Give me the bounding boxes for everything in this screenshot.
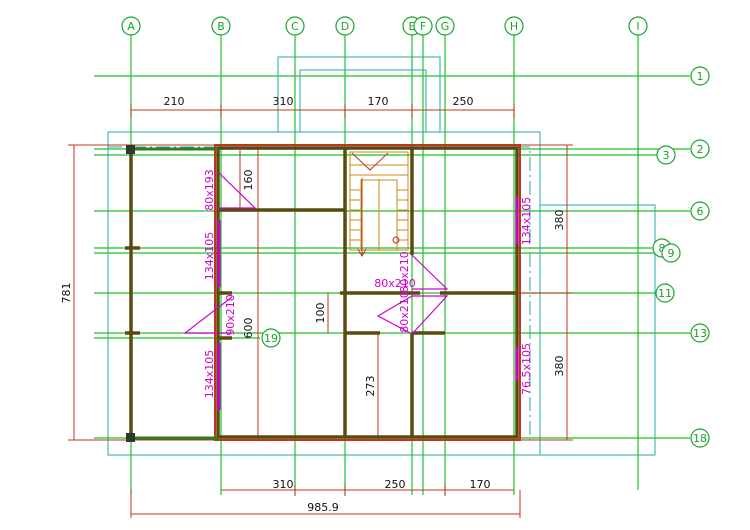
axis-bubble-9: [661, 243, 681, 263]
axis-label-g: G: [441, 20, 450, 33]
horizontal-grid-lines: [94, 75, 690, 439]
dim-right-1: 380: [553, 210, 566, 231]
axis-label-9: 9: [668, 247, 675, 260]
dimension-labels: 210 310 170 250 310 250 170 985.9 781 38…: [60, 95, 566, 514]
dim-inner-600: 600: [242, 318, 255, 339]
window-label-4: 134x105: [520, 197, 533, 246]
window-label-3: 134x105: [203, 350, 216, 399]
axis-bubble-i: [628, 16, 648, 36]
door-label-1: 90x210: [224, 294, 237, 336]
axis-bubble-c: [285, 16, 305, 36]
window-label-5: 76.5x105: [520, 343, 533, 395]
window-label-2: 134x105: [203, 232, 216, 281]
axis-label-3: 3: [663, 149, 670, 162]
door-label-3: 80x210: [374, 277, 416, 290]
axis-label-13: 13: [693, 327, 707, 340]
axis-label-a: A: [127, 20, 135, 33]
dim-inner-273: 273: [364, 376, 377, 397]
dim-total: 985.9: [307, 501, 339, 514]
axis-label-b: B: [217, 20, 225, 33]
dim-inner-100: 100: [314, 303, 327, 324]
axis-bubble-11: [655, 283, 675, 303]
axis-bubble-3: [656, 145, 676, 165]
dim-bottom-3: 170: [470, 478, 491, 491]
axis-bubble-h: [504, 16, 524, 36]
axis-label-8: 8: [659, 242, 666, 255]
window-label-1: 80x193: [203, 169, 216, 211]
dim-bottom-1: 310: [273, 478, 294, 491]
axis-label-1: 1: [697, 70, 704, 83]
axis-bubble-g: [435, 16, 455, 36]
dimension-lines: [68, 104, 573, 518]
axis-label-19: 19: [264, 332, 278, 345]
outline-contour: [107, 56, 656, 456]
axis-label-11: 11: [658, 287, 672, 300]
axis-bubble-19: [261, 328, 281, 348]
axis-label-2: 2: [697, 143, 704, 156]
openings: [183, 171, 519, 410]
axis-bubble-1: [690, 66, 710, 86]
axis-bubble-6: [690, 201, 710, 221]
axis-bubble-18: [690, 428, 710, 448]
axis-label-i: I: [636, 20, 639, 33]
walls: [125, 144, 521, 442]
dim-top-2: 310: [273, 95, 294, 108]
axis-bubble-13: [690, 323, 710, 343]
axis-label-c: C: [291, 20, 299, 33]
staircase: [349, 151, 409, 258]
dim-right-2: 380: [553, 356, 566, 377]
axis-label-18: 18: [693, 432, 707, 445]
opening-labels: 80x193 134x105 90x210 134x105 134x105 76…: [203, 169, 533, 398]
axis-label-h: H: [510, 20, 518, 33]
axis-bubble-d: [335, 16, 355, 36]
axis-label-6: 6: [697, 205, 704, 218]
dim-bottom-2: 250: [385, 478, 406, 491]
axis-bubbles-right: 1 2 3 6 8 9 11 13 18 19: [261, 66, 710, 448]
door-label-2: 80x210: [398, 251, 411, 293]
dim-top-3: 170: [368, 95, 389, 108]
axis-bubbles-top: A B C D E F G H I: [121, 16, 648, 36]
axis-bubble-b: [211, 16, 231, 36]
dim-top-4: 250: [453, 95, 474, 108]
door-label-4: 80x210: [398, 291, 411, 333]
dim-top-1: 210: [164, 95, 185, 108]
axis-label-e: E: [409, 20, 416, 33]
axis-bubble-a: [121, 16, 141, 36]
dim-left: 781: [60, 283, 73, 304]
axis-label-f: F: [420, 20, 426, 33]
axis-label-d: D: [341, 20, 349, 33]
dim-inner-160: 160: [242, 170, 255, 191]
axis-bubble-2: [690, 139, 710, 159]
axis-bubble-f: [413, 16, 433, 36]
